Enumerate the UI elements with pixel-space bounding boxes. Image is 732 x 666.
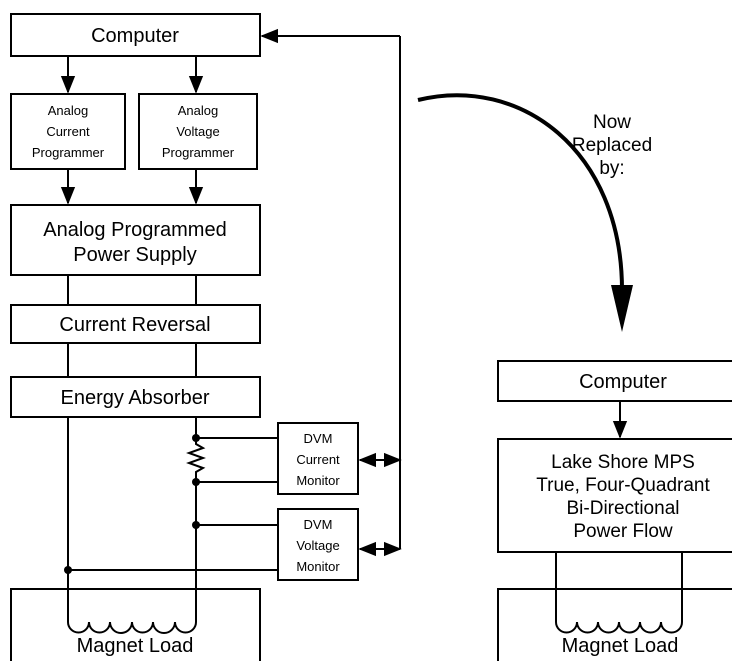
svg-text:Lake Shore MPS: Lake Shore MPS <box>551 452 695 473</box>
svg-text:DVM: DVM <box>304 517 333 532</box>
svg-text:Current: Current <box>296 452 340 467</box>
replacement-arrowhead <box>611 285 633 332</box>
left-magnet-coil <box>67 621 197 634</box>
shunt-resistor <box>186 438 206 482</box>
dvm-voltage-monitor-box: DVM Voltage Monitor <box>277 508 359 581</box>
lake-shore-mps-box: Lake Shore MPS True, Four-Quadrant Bi-Di… <box>497 438 732 553</box>
right-magnet-coil <box>555 621 683 634</box>
svg-text:Magnet Load: Magnet Load <box>77 635 194 657</box>
svg-text:Bi-Directional: Bi-Directional <box>567 498 680 519</box>
svg-text:Current: Current <box>46 124 90 139</box>
svg-text:Current Reversal: Current Reversal <box>59 314 210 336</box>
svg-text:Monitor: Monitor <box>296 473 340 488</box>
power-supply-box: Analog Programmed Power Supply <box>10 204 261 276</box>
analog-current-programmer-box: Analog Current Programmer <box>10 93 126 170</box>
svg-text:Voltage: Voltage <box>176 124 219 139</box>
energy-absorber-box: Energy Absorber <box>10 376 261 418</box>
svg-text:Computer: Computer <box>579 371 667 393</box>
right-computer-box: Computer <box>497 360 732 402</box>
svg-text:DVM: DVM <box>304 431 333 446</box>
svg-text:Energy Absorber: Energy Absorber <box>61 387 210 409</box>
svg-text:Power Supply: Power Supply <box>73 244 196 266</box>
svg-text:Programmer: Programmer <box>32 145 105 160</box>
svg-text:Analog: Analog <box>178 103 218 118</box>
svg-text:Programmer: Programmer <box>162 145 235 160</box>
dvm-current-monitor-box: DVM Current Monitor <box>277 422 359 495</box>
svg-text:Now: Now <box>593 112 631 133</box>
current-reversal-box: Current Reversal <box>10 304 261 344</box>
left-computer-box: Computer <box>10 13 261 57</box>
left-computer-label: Computer <box>91 25 179 47</box>
svg-text:Magnet Load: Magnet Load <box>562 635 679 657</box>
svg-text:True, Four-Quadrant: True, Four-Quadrant <box>536 475 710 496</box>
svg-text:Voltage: Voltage <box>296 538 339 553</box>
replacement-arrow <box>417 93 624 291</box>
svg-text:Power Flow: Power Flow <box>573 521 673 542</box>
svg-text:Monitor: Monitor <box>296 559 340 574</box>
svg-text:by:: by: <box>599 158 624 179</box>
left-magnet-load-box: Magnet Load <box>10 588 261 661</box>
svg-text:Analog Programmed: Analog Programmed <box>43 219 226 241</box>
svg-text:Analog: Analog <box>48 103 88 118</box>
replacement-caption: Now Replaced by: <box>572 112 652 179</box>
right-magnet-load-box: Magnet Load <box>497 588 732 661</box>
analog-voltage-programmer-box: Analog Voltage Programmer <box>138 93 258 170</box>
svg-text:Replaced: Replaced <box>572 135 652 156</box>
